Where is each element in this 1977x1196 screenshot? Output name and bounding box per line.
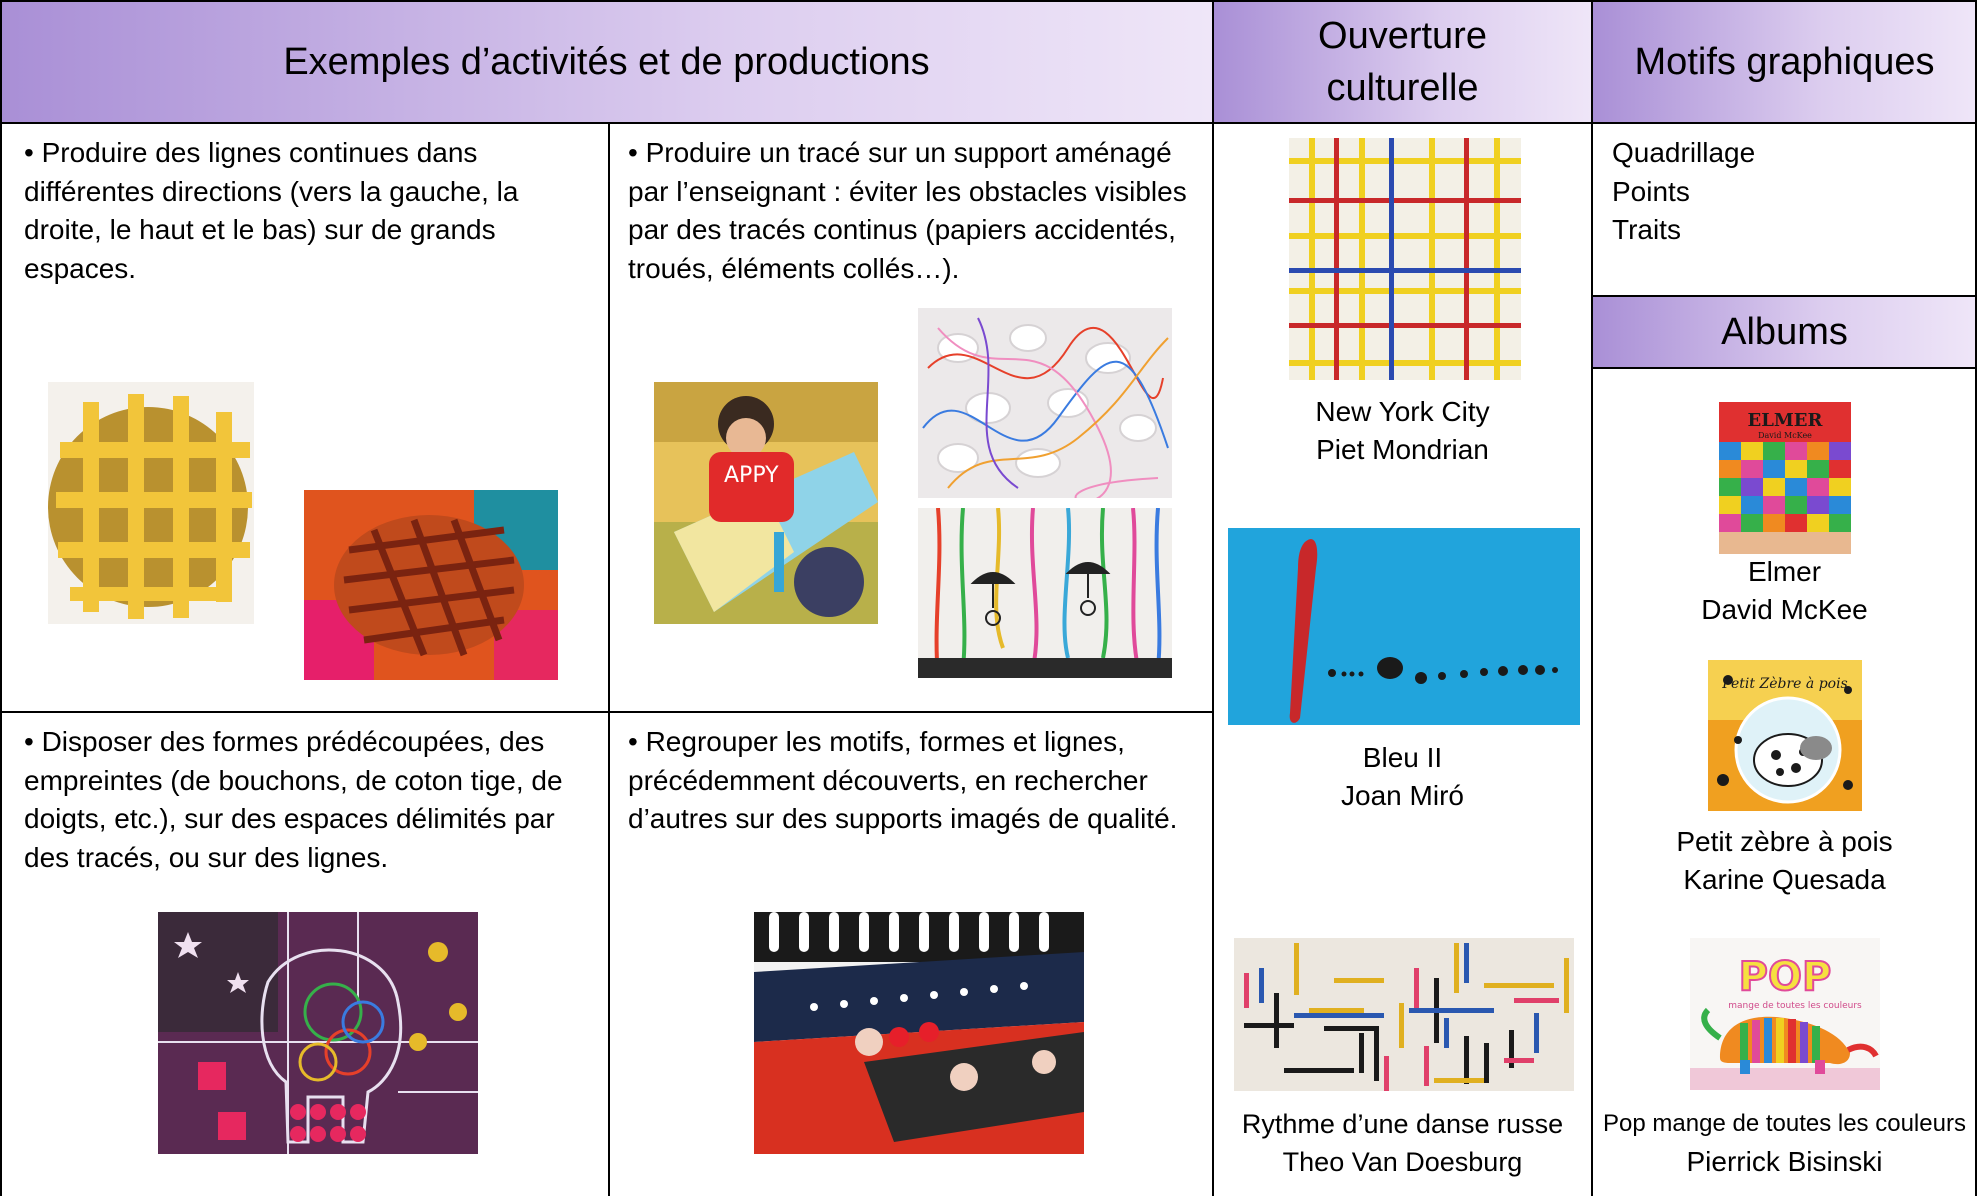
album-author: Pierrick Bisinski [1686, 1146, 1883, 1177]
album-author: Karine Quesada [1683, 864, 1886, 895]
album-title: Petit zèbre à pois [1676, 826, 1893, 857]
border-header-bottom [0, 122, 1977, 124]
artwork-title: Rythme d’une danse russe [1241, 1109, 1564, 1139]
artwork-caption-1: New York City Piet Mondrian [1213, 393, 1592, 469]
photo-scribble-bumps [918, 308, 1172, 498]
border-left [0, 0, 2, 1196]
album-caption-2: Petit zèbre à pois Karine Quesada [1592, 823, 1977, 899]
artwork-bleu-ii [1228, 528, 1580, 725]
artwork-title: New York City [1315, 396, 1490, 427]
border-col-examples [608, 122, 610, 1196]
album-title: Pop mange de toutes les couleurs [1603, 1110, 1966, 1137]
photo-child-drawing: APPY [654, 382, 878, 624]
header-motifs: Motifs graphiques [1592, 0, 1977, 124]
photo-umbrella-rain [918, 508, 1172, 678]
border-top [0, 0, 1977, 2]
artwork-new-york-city [1289, 138, 1521, 380]
motifs-list: Quadrillage Points Traits [1612, 134, 1755, 250]
album-author: David McKee [1701, 594, 1868, 625]
border-albums-top [1592, 295, 1977, 297]
artwork-rythme-danse-russe [1234, 938, 1574, 1091]
album-cover-author: David McKee [1758, 431, 1812, 440]
artwork-artist: Piet Mondrian [1316, 434, 1489, 465]
cell-text-bottom-left: • Disposer des formes prédécoupées, des … [24, 726, 563, 873]
motif-item: Quadrillage [1612, 137, 1756, 168]
header-albums-text: Albums [1721, 311, 1848, 353]
artwork-artist: Theo Van Doesburg [1282, 1147, 1523, 1177]
border-right [1975, 0, 1977, 1196]
album-cover-subtitle: mange de toutes les couleurs [1728, 1001, 1862, 1011]
svg-text:APPY: APPY [724, 463, 779, 488]
border-col-culture-left [1212, 0, 1214, 1196]
artwork-title: Bleu II [1362, 742, 1443, 773]
header-motifs-text: Motifs graphiques [1634, 41, 1935, 83]
album-cover-title: ELMER [1748, 410, 1824, 431]
border-albums-bottom [1592, 367, 1977, 369]
album-cover-petit-zebre: Petit Zèbre à pois [1708, 660, 1862, 811]
artwork-caption-2: Bleu II Joan Miró [1213, 739, 1592, 815]
header-culture-text: Ouverture culturelle [1318, 15, 1487, 109]
album-caption-1: Elmer David McKee [1592, 553, 1977, 629]
album-cover-title: Petit Zèbre à pois [1721, 676, 1848, 692]
cell-text-top-right: • Produire un tracé sur un support aména… [628, 137, 1187, 284]
album-caption-3: Pop mange de toutes les couleurs Pierric… [1592, 1105, 1977, 1181]
album-cover-elmer: ELMER David McKee [1719, 402, 1851, 554]
photo-yellow-grid [48, 382, 254, 624]
motif-item: Points [1612, 175, 1690, 207]
artwork-artist: Joan Miró [1341, 780, 1464, 811]
photo-red-weave [304, 490, 558, 680]
album-cover-title: POP [1739, 954, 1832, 1000]
header-examples-text: Exemples d’activités et de productions [283, 41, 930, 83]
border-mid-row [0, 711, 1213, 713]
cell-text-bottom-right: • Regrouper les motifs, formes et lignes… [628, 726, 1178, 834]
border-col-culture-right [1591, 0, 1593, 1196]
header-albums: Albums [1592, 296, 1977, 368]
cell-text-top-left: • Produire des lignes continues dans dif… [24, 137, 519, 284]
artwork-caption-3: Rythme d’une danse russe Theo Van Doesbu… [1213, 1105, 1592, 1181]
photo-zebra-collage [754, 912, 1084, 1154]
album-title: Elmer [1747, 556, 1822, 587]
header-examples: Exemples d’activités et de productions [0, 0, 1213, 124]
album-cover-pop: POP mange de toutes les couleurs [1690, 938, 1880, 1090]
motif-item: Traits [1612, 214, 1681, 245]
photo-elephant-collage [158, 912, 478, 1154]
header-culture: Ouverture culturelle [1213, 0, 1592, 124]
